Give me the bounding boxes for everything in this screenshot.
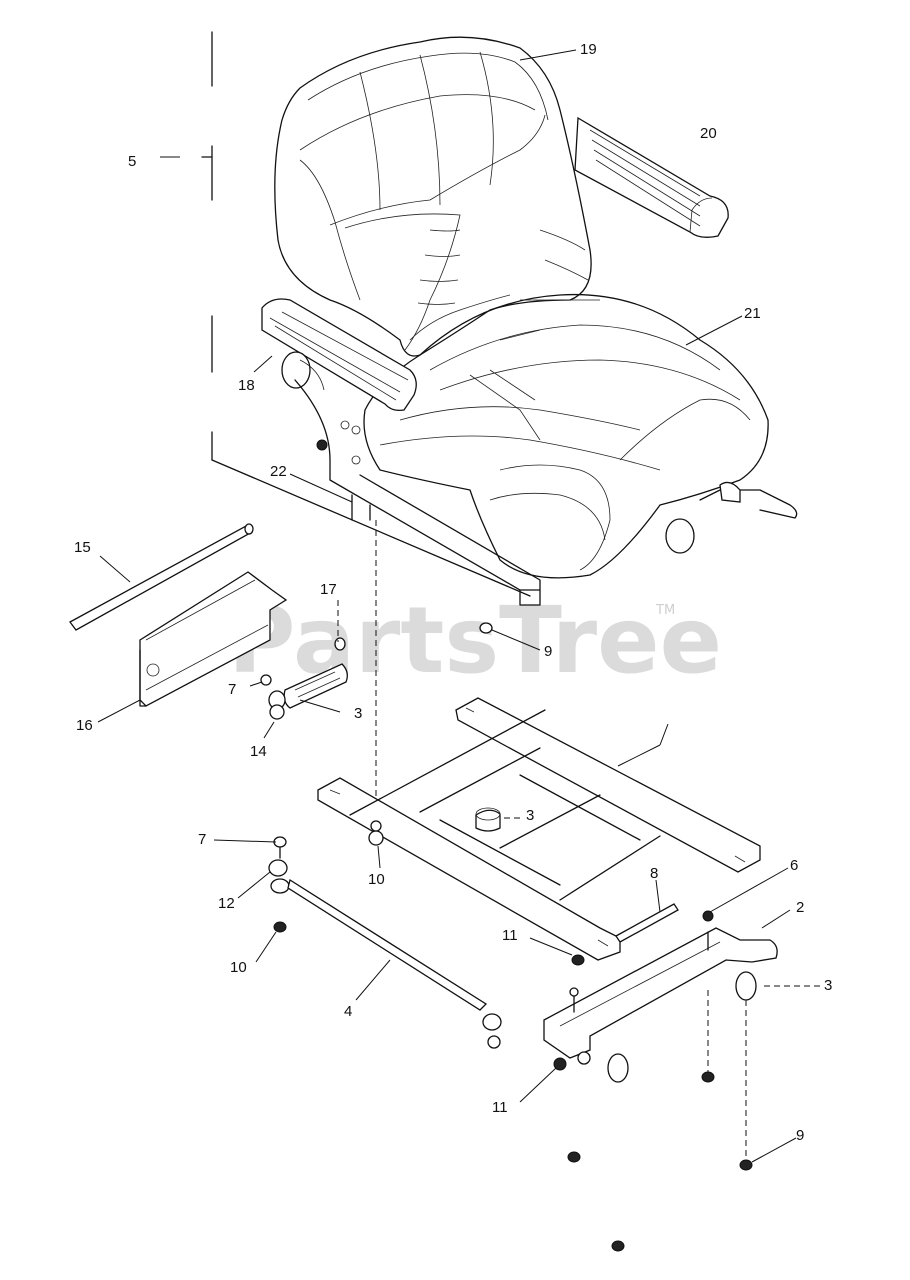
watermark-trademark: TM: [655, 603, 675, 618]
lower-pivot-bracket: [543, 910, 778, 1252]
leader-lines: [97, 49, 820, 1163]
callout-20: 20: [700, 125, 717, 142]
callout-11-lower: 11: [492, 1099, 508, 1116]
callout-labels: 19 20 5 21 18 22 15 17 9 7 3 16 14 3 7 1…: [74, 41, 832, 1144]
frame-pin: [615, 903, 679, 943]
callout-8: 8: [650, 865, 658, 882]
callout-3-bushing: 3: [824, 977, 832, 994]
callout-18: 18: [238, 377, 255, 394]
hinge-bracket: [139, 571, 288, 707]
seat-backrest: [274, 36, 592, 357]
link-rod: [268, 836, 502, 1049]
callout-4: 4: [344, 1003, 352, 1020]
callout-14: 14: [250, 743, 267, 760]
latch-spring: [260, 622, 493, 720]
seat-cushion: [363, 293, 769, 579]
callout-7-lower: 7: [198, 831, 206, 848]
seat-base: [294, 379, 798, 840]
callout-11-upper: 11: [502, 927, 518, 944]
callout-6: 6: [790, 857, 798, 874]
callout-9-upper: 9: [544, 643, 552, 660]
nut-frame: [571, 954, 585, 966]
callout-3-spring: 3: [354, 705, 362, 722]
callout-2: 2: [796, 899, 804, 916]
callout-3-frame: 3: [526, 807, 534, 824]
callout-12: 12: [218, 895, 235, 912]
callout-10-upper: 10: [368, 871, 385, 888]
callout-15: 15: [74, 539, 91, 556]
pivot-rod: [69, 523, 254, 631]
callout-16: 16: [76, 717, 93, 734]
left-armrest: [261, 298, 417, 412]
right-armrest: [574, 116, 729, 238]
callout-17: 17: [320, 581, 337, 598]
group-bracket-5: [201, 31, 531, 597]
callout-22: 22: [270, 463, 287, 480]
callout-10-lower: 10: [230, 959, 247, 976]
callout-19: 19: [580, 41, 597, 58]
watermark: PartsTree TM: [228, 587, 722, 694]
seat-frame: [317, 697, 761, 961]
callout-9-lower: 9: [796, 1127, 804, 1144]
callout-7-upper: 7: [228, 681, 236, 698]
callout-21: 21: [744, 305, 761, 322]
callout-5: 5: [128, 153, 136, 170]
watermark-text: PartsTree: [228, 587, 722, 694]
